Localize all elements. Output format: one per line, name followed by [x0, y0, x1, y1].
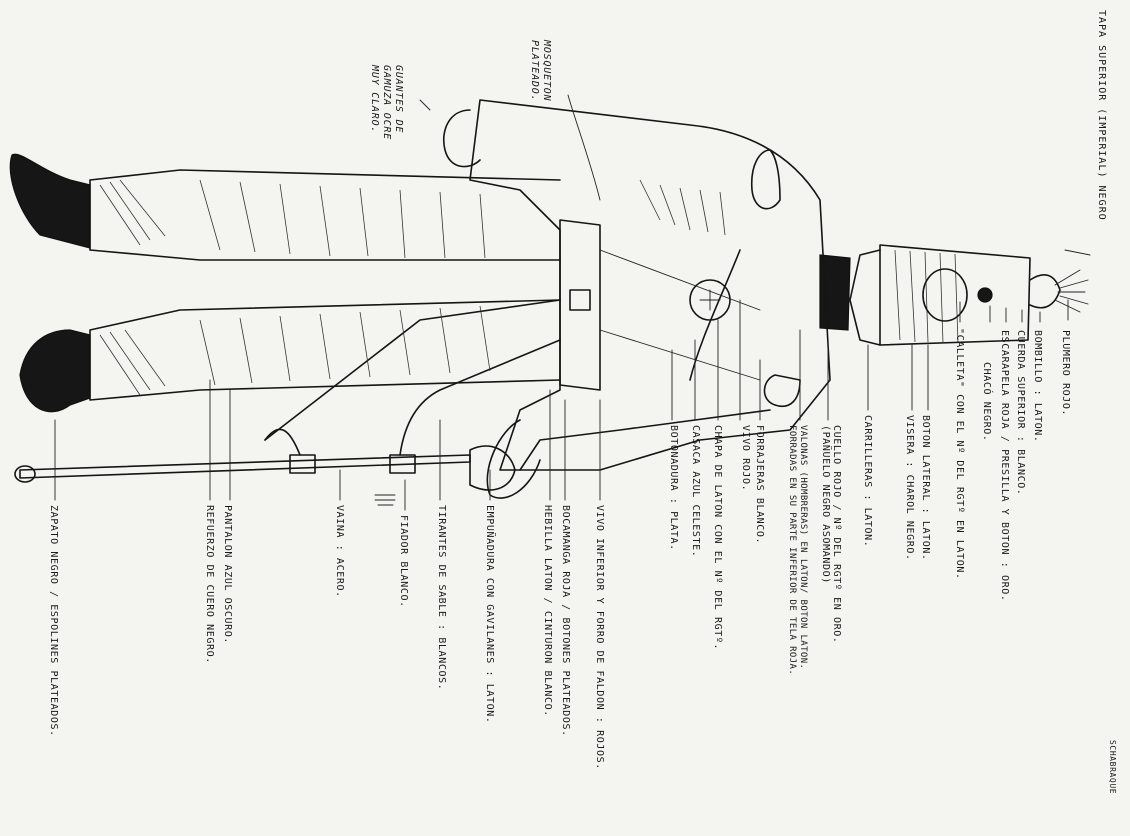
label-shoes: ZAPATO NEGRO / ESPOLINES PLATEADOS. [48, 505, 59, 737]
label-cockade: ESCARAPELA ROJA / PRESILLA Y BOTON : ORO… [999, 330, 1010, 601]
label-upper-cord: CUERDA SUPERIOR : BLANCO. [1015, 330, 1026, 496]
label-leather: REFUERZO DE CUERO NEGRO. [204, 505, 215, 664]
label-sword-knot: FIADOR BLANCO. [398, 515, 409, 608]
label-belt: HEBILLA LATON / CINTURON BLANCO. [542, 505, 553, 717]
label-chest-plate: CHAPA DE LATON CON EL Nº DEL RGTº. [712, 425, 723, 650]
label-collar: CUELLO ROJO / Nº DEL RGTº EN ORO. (PAÑUE… [820, 425, 842, 643]
label-scabbard: VAINA : ACERO. [334, 505, 345, 598]
label-cuffs: BOCAMANGA ROJA / BOTONES PLATEADOS. [560, 505, 571, 737]
label-tail-lining: VIVO INFERIOR Y FORRO DE FALDON : ROJOS. [594, 505, 605, 770]
label-visor: VISERA : CHAROL NEGRO. [904, 415, 915, 561]
label-bombillo: BOMBILLO : LATON. [1032, 330, 1043, 443]
label-cords: FORRAJERAS BLANCO. [754, 425, 765, 544]
gloves-note: GUANTES DE GAMUZA OCRE MUY CLARO. [368, 65, 404, 140]
label-epaulettes: VALONAS (HOMBRERAS) EN LATON/ BOTON LATO… [786, 425, 808, 675]
label-coat: CASACA AZUL CELESTE. [690, 425, 701, 557]
label-buttons: BOTONADURA : PLATA. [668, 425, 679, 551]
label-piping: VIVO ROJO. [740, 425, 751, 491]
label-plume: PLUMERO ROJO. [1060, 330, 1071, 416]
coat-drawing [444, 100, 830, 498]
musket-note: MOSQUETON PLATEADO. [528, 40, 552, 101]
label-sword-straps: TIRANTES DE SABLE : BLANCOS. [436, 505, 447, 690]
legs-drawing [10, 154, 560, 412]
label-side-button: BOTON LATERAL : LATON. [920, 415, 931, 561]
signature: SCHABRAQUE [1108, 740, 1117, 794]
label-hilt: EMPUÑADURA CON GAVILANES : LATON. [484, 505, 495, 723]
label-trousers: PANTALON AZUL OSCURO. [222, 505, 233, 644]
label-plate: "CALLETA" CON EL Nº DEL RGTº EN LATON. [954, 328, 965, 580]
leader-lines [55, 95, 1090, 510]
belt-and-sword-drawing [15, 220, 600, 505]
label-shako: CHACÓ NEGRO. [981, 362, 992, 441]
top-label: TAPA SUPERIOR (IMPERIAL) NEGRO [1096, 10, 1107, 221]
label-chinscales: CARRILLERAS : LATON. [862, 415, 873, 547]
